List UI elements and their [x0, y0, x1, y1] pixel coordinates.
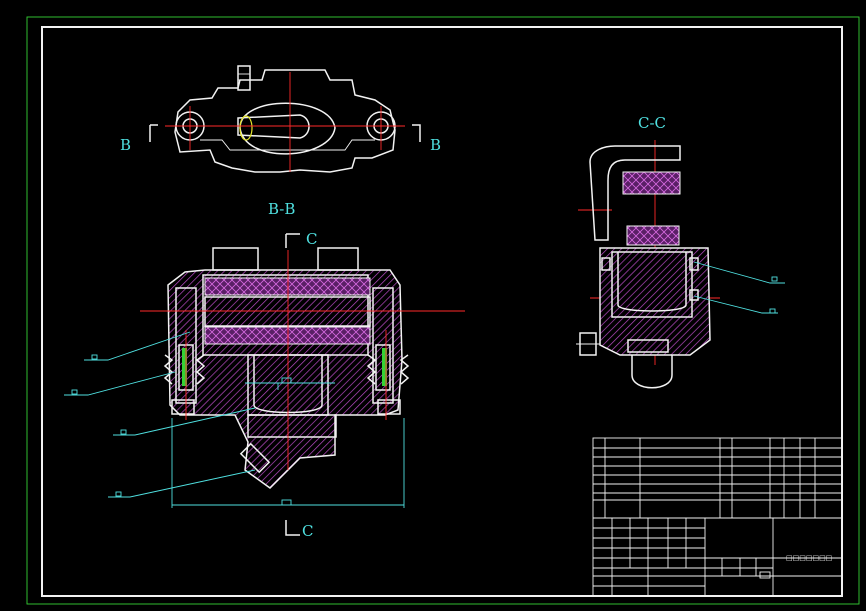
label-b-right: B	[430, 136, 441, 154]
title-bb: B-B	[268, 200, 295, 218]
top-view: B B	[120, 65, 441, 173]
cc-pad-upper	[622, 171, 681, 195]
outer-frame	[26, 16, 860, 605]
friction-pad-lower	[204, 326, 371, 345]
friction-pad-upper	[204, 277, 371, 296]
section-bb: C C	[64, 230, 465, 540]
title-block: □□□□□□□	[592, 437, 843, 597]
drawing-name: □□□□□□□	[786, 554, 832, 562]
label-c-bottom: C	[302, 522, 313, 540]
brake-disc	[204, 296, 371, 327]
inner-frame	[41, 26, 843, 597]
cc-pad-lower	[626, 225, 680, 246]
title-cc: C-C	[638, 114, 666, 132]
label-b-left: B	[120, 136, 131, 154]
section-cc	[576, 140, 785, 389]
label-c-top: C	[306, 230, 317, 248]
